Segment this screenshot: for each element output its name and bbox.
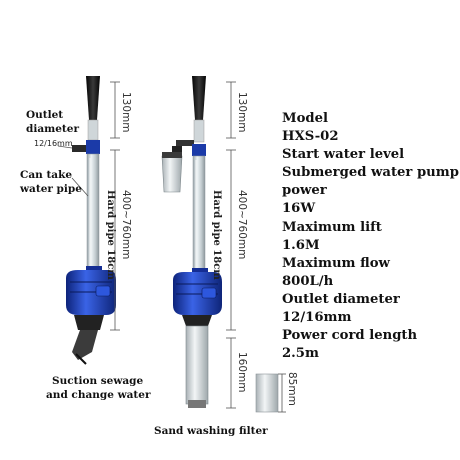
sand-washing-filter-caption: Sand washing filter [154,425,268,437]
dim-160: 160mm [236,352,248,393]
dimension-lines [57,81,286,413]
right-outlet-filter-cup [161,155,183,193]
spec-start-water-label: Start water level [282,147,405,163]
spec-model-label: Model [282,111,329,126]
can-take-label-line1: Can take [20,169,73,181]
spec-flow-label: Maximum flow [282,255,390,271]
right-handle [192,76,206,120]
spec-power-value: 16W [282,201,316,217]
spec-power-label: power [282,183,327,199]
dim-85: 85mm [286,372,298,406]
dim-400-760-right: 400~760mm [236,190,248,260]
spec-outlet-label: Outlet diameter [282,291,400,307]
spec-flow-value: 800L/h [282,273,334,289]
suction-label-line1: Suction sewage [52,375,144,387]
spec-lift-label: Maximum lift [282,219,382,235]
right-pump [161,76,222,408]
right-hard-pipe [192,155,206,277]
spec-outlet-value: 12/16mm [282,310,352,326]
left-outlet-nozzle [72,145,90,152]
outlet-size-label: 12/16mm [34,139,73,148]
sand-washing-filter-piece [255,373,279,413]
dim-130-left: 130mm [120,92,132,133]
dim-400-760-left: 400~760mm [120,190,132,260]
left-handle [86,76,100,120]
left-intake [72,330,98,360]
right-sand-washing-tube [185,325,209,405]
left-hard-pipe [86,153,100,275]
can-take-label-line2: water pipe [20,183,82,195]
spec-submerged-label: Submerged water pump [282,165,459,181]
spec-model-value: HXS-02 [282,129,339,145]
hard-pipe-label-left: Hard pipe 18cm [105,190,116,280]
spec-cord-label: Power cord length [282,328,418,344]
hard-pipe-label-right: Hard pipe 18cm [211,190,222,280]
spec-list: Model HXS-02 Start water level Submerged… [282,110,459,363]
left-pump [66,76,116,365]
spec-cord-value: 2.5m [282,346,319,362]
spec-lift-value: 1.6M [282,237,320,253]
dim-130-right: 130mm [236,92,248,133]
outlet-diameter-label-line1: Outlet [26,109,64,121]
outlet-diameter-label-line2: diameter [26,123,79,135]
suction-label-line2: and change water [46,389,151,401]
